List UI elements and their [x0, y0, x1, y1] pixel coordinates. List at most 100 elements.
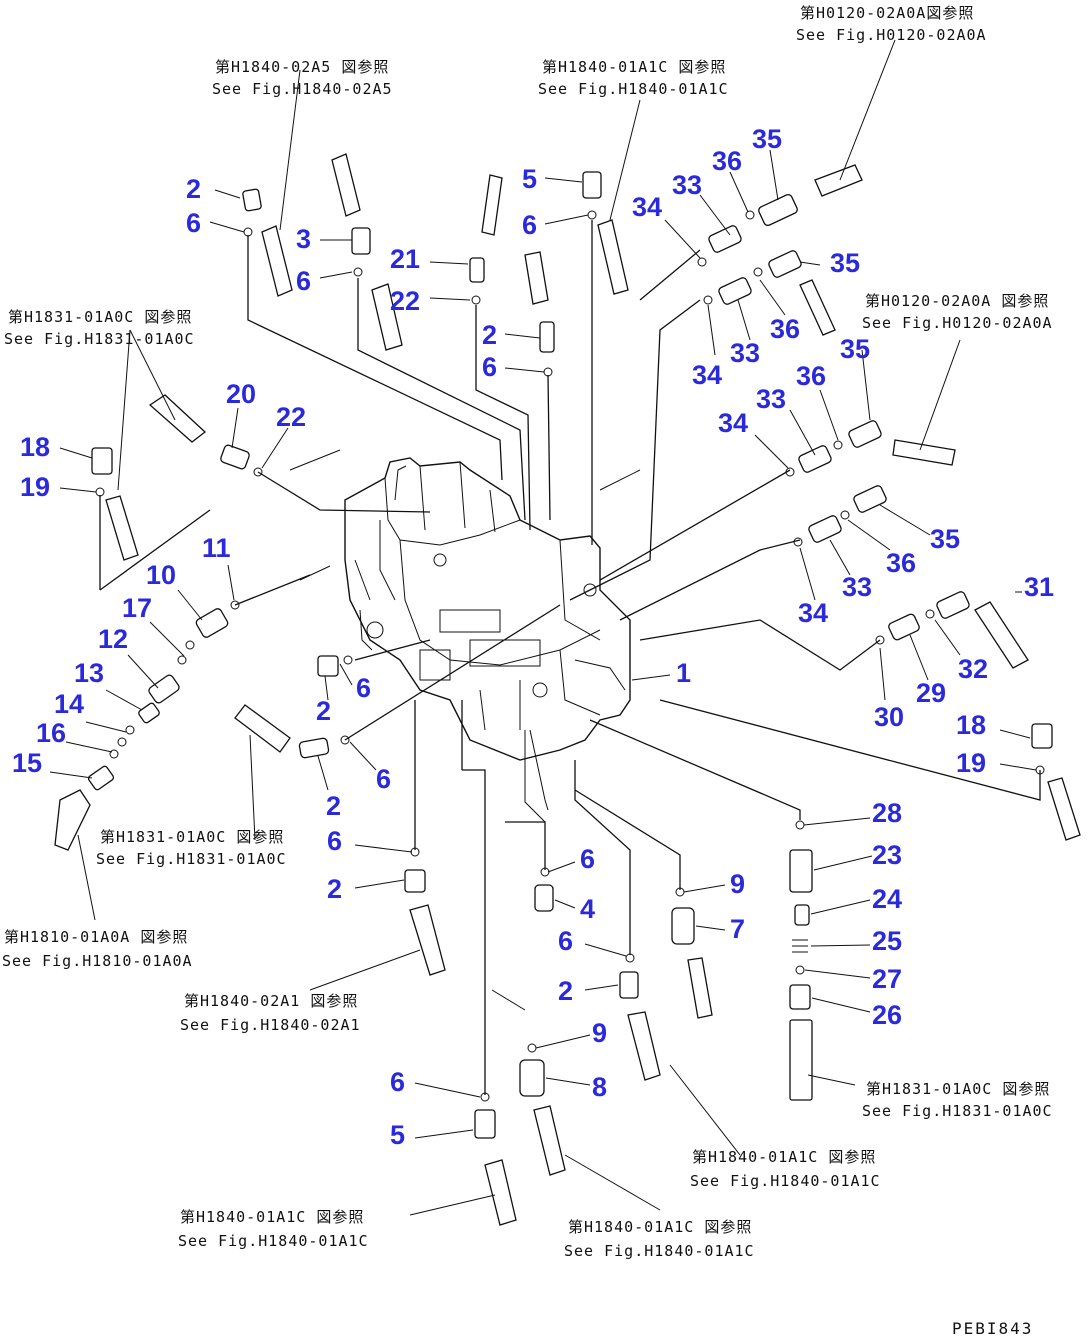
- callout: 33: [672, 170, 702, 200]
- ref-jp: 第H1840-02A5 図参照: [215, 58, 389, 76]
- callout: 5: [522, 164, 537, 194]
- callout-leaders: [49, 149, 1037, 1139]
- callout: 6: [296, 266, 311, 296]
- callout: 10: [146, 560, 176, 590]
- callout: 35: [930, 524, 960, 554]
- callout: 12: [98, 624, 128, 654]
- callout: 33: [730, 338, 760, 368]
- callout: 14: [54, 689, 84, 719]
- ref-jp: 第H0120-02A0A 図参照: [865, 292, 1049, 310]
- callout: 2: [186, 174, 201, 204]
- callout-numbers: 2 6 3 6 21 22 5 6 2 6 34 33 36 35 35 36 …: [12, 124, 1054, 1150]
- callout: 8: [592, 1072, 607, 1102]
- callout: 35: [752, 124, 782, 154]
- ref-jp: 第H1840-01A1C 図参照: [542, 58, 726, 76]
- callout: 25: [872, 926, 902, 956]
- callout: 28: [872, 798, 902, 828]
- ref-en: See Fig.H1840-01A1C: [178, 1232, 369, 1250]
- callout: 6: [522, 210, 537, 240]
- callout: 35: [830, 248, 860, 278]
- callout: 36: [770, 314, 800, 344]
- callout: 13: [74, 658, 104, 688]
- assembly-lines: [99, 220, 1041, 1095]
- callout: 6: [390, 1067, 405, 1097]
- ref-jp: 第H1840-02A1 図参照: [184, 992, 358, 1010]
- ref-en: See Fig.H0120-02A0A: [862, 314, 1053, 332]
- ref-en: See Fig.H1840-02A1: [180, 1016, 361, 1034]
- callout: 18: [20, 432, 50, 462]
- ref-en: See Fig.H0120-02A0A: [796, 26, 987, 44]
- callout: 22: [276, 402, 306, 432]
- callout: 36: [796, 361, 826, 391]
- ref-jp: 第H1810-01A0A 図参照: [4, 928, 188, 946]
- callout: 2: [326, 791, 341, 821]
- callout: 19: [20, 472, 50, 502]
- callout: 24: [872, 884, 902, 914]
- callout: 2: [327, 874, 342, 904]
- callout: 33: [756, 384, 786, 414]
- ref-en: See Fig.H1840-01A1C: [538, 80, 729, 98]
- callout: 6: [327, 826, 342, 856]
- callout: 34: [798, 598, 828, 628]
- ref-en: See Fig.H1831-01A0C: [862, 1102, 1053, 1120]
- callout: 34: [692, 360, 722, 390]
- reference-arrows: [77, 39, 961, 1216]
- ref-en: See Fig.H1810-01A0A: [2, 952, 193, 970]
- ref-jp: 第H1840-01A1C 図参照: [568, 1218, 752, 1236]
- callout: 7: [730, 914, 745, 944]
- callout: 6: [186, 208, 201, 238]
- figure-references: 第H0120-02A0A図参照 See Fig.H0120-02A0A 第H18…: [2, 4, 1053, 1260]
- callout: 6: [356, 673, 371, 703]
- callout: 15: [12, 748, 42, 778]
- callout: 26: [872, 1000, 902, 1030]
- callout: 35: [840, 334, 870, 364]
- ref-jp: 第H1831-01A0C 図参照: [8, 308, 192, 326]
- callout: 6: [376, 764, 391, 794]
- ref-jp: 第H1840-01A1C 図参照: [692, 1148, 876, 1166]
- callout: 30: [874, 702, 904, 732]
- callout: 9: [592, 1018, 607, 1048]
- callout: 33: [842, 572, 872, 602]
- callout: 6: [580, 844, 595, 874]
- callout: 5: [390, 1120, 405, 1150]
- callout: 21: [390, 244, 420, 274]
- callout: 23: [872, 840, 902, 870]
- ref-jp: 第H1831-01A0C 図参照: [100, 828, 284, 846]
- callout: 3: [296, 224, 311, 254]
- callout: 9: [730, 869, 745, 899]
- callout: 19: [956, 748, 986, 778]
- ref-en: See Fig.H1840-01A1C: [690, 1172, 881, 1190]
- fittings: [54, 153, 1081, 1226]
- callout: 29: [916, 678, 946, 708]
- callout: 34: [718, 408, 748, 438]
- callout: 2: [316, 696, 331, 726]
- callout: 16: [36, 718, 66, 748]
- callout: 6: [482, 352, 497, 382]
- ref-jp: 第H0120-02A0A図参照: [800, 4, 974, 22]
- callout: 36: [886, 548, 916, 578]
- ref-en: See Fig.H1831-01A0C: [96, 850, 287, 868]
- callout: 18: [956, 710, 986, 740]
- drawing-code: PEBI843: [952, 1319, 1033, 1338]
- control-valve-body: [344, 457, 631, 761]
- callout: 22: [390, 286, 420, 316]
- callout: 1: [676, 658, 691, 688]
- callout: 27: [872, 964, 902, 994]
- ref-en: See Fig.H1840-01A1C: [564, 1242, 755, 1260]
- callout: 32: [958, 654, 988, 684]
- callout: 31: [1024, 572, 1054, 602]
- callout: 34: [632, 192, 662, 222]
- callout: 36: [712, 146, 742, 176]
- ref-jp: 第H1840-01A1C 図参照: [180, 1208, 364, 1226]
- callout: 20: [226, 379, 256, 409]
- callout: 6: [558, 926, 573, 956]
- callout: 17: [122, 593, 152, 623]
- callout: 11: [202, 533, 231, 563]
- callout: 2: [482, 320, 497, 350]
- callout: 4: [580, 894, 595, 924]
- ref-jp: 第H1831-01A0C 図参照: [866, 1080, 1050, 1098]
- ref-en: See Fig.H1840-02A5: [212, 80, 393, 98]
- ref-en: See Fig.H1831-01A0C: [4, 330, 195, 348]
- callout: 2: [558, 976, 573, 1006]
